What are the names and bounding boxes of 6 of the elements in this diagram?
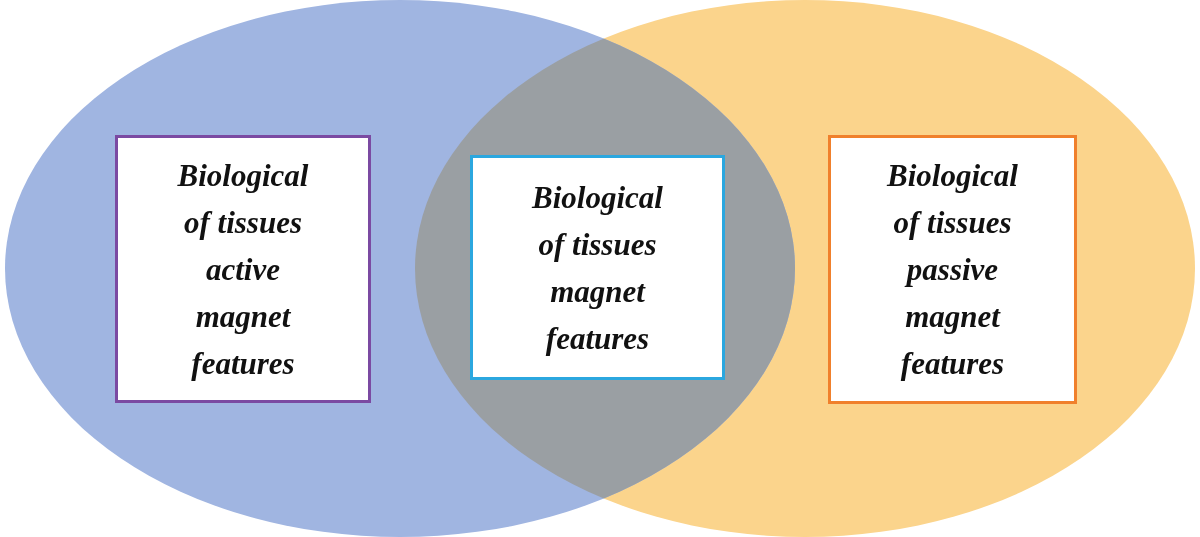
text-box (115, 135, 371, 403)
text-box (470, 155, 725, 380)
box-text: Biological of tissues passive magnet features (885, 157, 1019, 383)
text-box (828, 135, 1077, 404)
box-text: Biological of tissues magnet features (530, 178, 664, 358)
box-text: Biological of tissues active magnet features (176, 156, 310, 383)
